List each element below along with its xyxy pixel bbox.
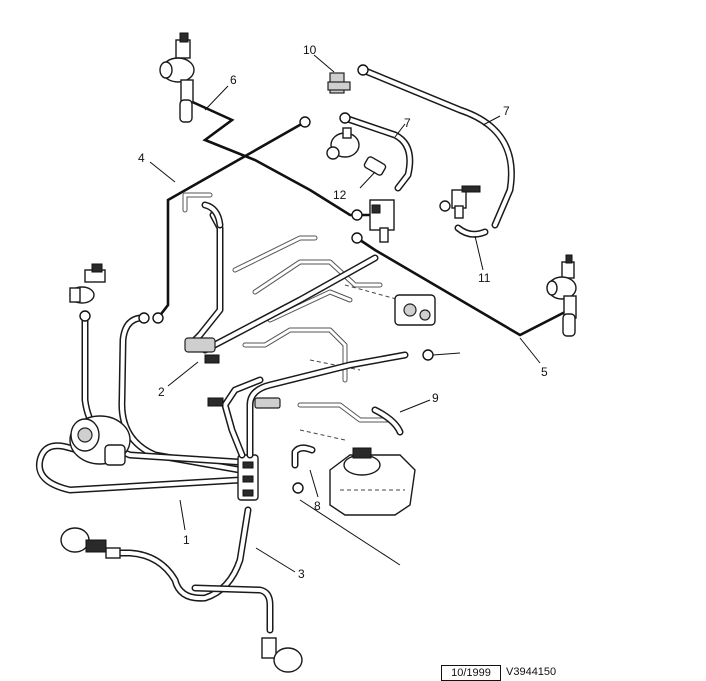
- vacuum-hose-2-right: [201, 254, 379, 354]
- vacuum-pipe-5: [351, 209, 566, 337]
- vacuum-hose-middle-routes: [221, 349, 461, 459]
- vacuum-canister-bottom: [261, 637, 303, 673]
- callout-3: 3: [298, 567, 305, 581]
- illustration-reference: V3944150: [506, 666, 557, 678]
- vacuum-hose-2-vertical: [186, 211, 224, 349]
- callout-7-upper-right: 7: [503, 104, 510, 118]
- callout-12: 12: [333, 188, 347, 202]
- vacuum-hose-3: [106, 506, 274, 634]
- vacuum-pipe-6: [187, 98, 375, 217]
- callout-7-upper-center: 7: [404, 116, 411, 130]
- hose-junction-block: [237, 454, 259, 501]
- sensor-top-left: [159, 32, 195, 123]
- vacuum-pump: [69, 415, 131, 466]
- callout-10: 10: [303, 43, 317, 57]
- vacuum-hose-7-short: [341, 114, 414, 192]
- sensor-right: [546, 254, 577, 337]
- vacuum-hose-7-long: [357, 64, 515, 229]
- vacuum-valve-11: [439, 185, 481, 219]
- callout-2: 2: [158, 385, 165, 399]
- callout-4: 4: [138, 151, 145, 165]
- air-valve: [394, 294, 436, 326]
- callout-leaders: [149, 54, 541, 573]
- brake-fluid-reservoir: [329, 447, 416, 516]
- vacuum-valve-7: [326, 112, 360, 160]
- vacuum-solenoid: [369, 199, 395, 243]
- purge-canister: [60, 527, 121, 559]
- revision-date-box: 10/1999: [441, 665, 501, 681]
- vacuum-hose-8: [291, 444, 316, 494]
- vacuum-pipe-4: [152, 116, 311, 324]
- callout-5: 5: [541, 365, 548, 379]
- elbow-connector-2: [201, 201, 224, 229]
- filter-12: [363, 156, 387, 176]
- callout-labels: 1 2 3 4 5 6 7 7 8 9 10 11 12: [138, 43, 548, 581]
- callout-6: 6: [230, 73, 237, 87]
- callout-8: 8: [314, 499, 321, 513]
- callout-11: 11: [478, 271, 491, 285]
- hose-connector-middle: [207, 397, 281, 409]
- t-connector-10: [327, 72, 351, 94]
- vacuum-hose-11: [454, 224, 489, 238]
- sensor-left: [69, 263, 106, 304]
- vacuum-hose-9: [371, 406, 404, 436]
- callout-9: 9: [432, 391, 439, 405]
- callout-1: 1: [183, 533, 190, 547]
- hose-connector-2: [184, 337, 220, 364]
